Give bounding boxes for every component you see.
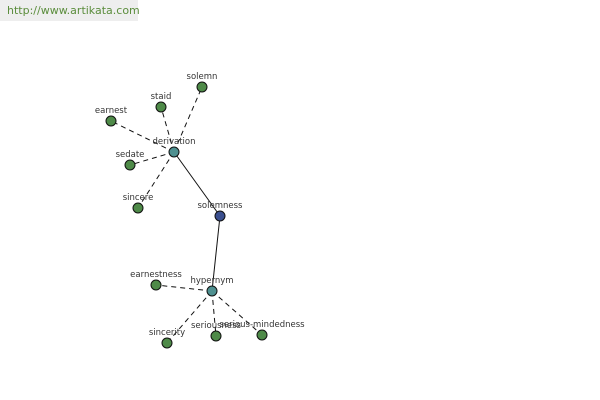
edge-derivation-solemn bbox=[173, 86, 203, 153]
node-serious-mindedness[interactable] bbox=[256, 329, 268, 341]
edge-solemness-derivation bbox=[173, 151, 221, 217]
node-label-sincere[interactable]: sincere bbox=[123, 193, 154, 203]
node-label-earnestness[interactable]: earnestness bbox=[130, 270, 182, 280]
edge-derivation-staid bbox=[160, 106, 175, 153]
node-sedate[interactable] bbox=[124, 159, 136, 171]
edge-solemness-hypernym bbox=[211, 215, 221, 292]
node-hypernym[interactable] bbox=[206, 285, 218, 297]
node-sincere[interactable] bbox=[132, 202, 144, 214]
node-label-earnest[interactable]: earnest bbox=[95, 106, 128, 116]
edge-derivation-sincere bbox=[137, 151, 175, 209]
edge-hypernym-earnestness bbox=[155, 284, 213, 292]
node-label-solemness[interactable]: solemness bbox=[198, 201, 244, 211]
node-solemness[interactable] bbox=[214, 210, 226, 222]
node-label-derivation[interactable]: derivation bbox=[152, 137, 195, 147]
node-derivation[interactable] bbox=[168, 146, 180, 158]
node-label-sedate[interactable]: sedate bbox=[116, 150, 145, 160]
node-label-staid[interactable]: staid bbox=[151, 92, 172, 102]
node-label-sincerity[interactable]: sincerity bbox=[149, 328, 185, 338]
node-earnestness[interactable] bbox=[150, 279, 162, 291]
edge-hypernym-sincerity bbox=[166, 290, 213, 344]
edge-hypernym-serious-mindedness bbox=[211, 290, 263, 336]
edge-derivation-sedate bbox=[129, 151, 175, 166]
node-label-hypernym[interactable]: hypernym bbox=[190, 276, 233, 286]
node-solemn[interactable] bbox=[196, 81, 208, 93]
node-label-serious-mindedness[interactable]: serious-mindedness bbox=[219, 320, 305, 330]
graph-labels: solemn staid earnest sedate sincere earnestne… bbox=[95, 72, 305, 338]
edge-hypernym-seriousness bbox=[211, 290, 217, 337]
node-earnest[interactable] bbox=[105, 115, 117, 127]
graph-edges bbox=[110, 86, 263, 344]
node-staid[interactable] bbox=[155, 101, 167, 113]
node-label-seriousness[interactable]: seriousness bbox=[191, 321, 242, 331]
node-seriousness[interactable] bbox=[210, 330, 222, 342]
node-sincerity[interactable] bbox=[161, 337, 173, 349]
edge-derivation-earnest bbox=[110, 120, 175, 153]
graph-nodes bbox=[105, 81, 268, 349]
node-label-solemn[interactable]: solemn bbox=[187, 72, 218, 82]
site-url-watermark[interactable]: http://www.artikata.com bbox=[0, 0, 140, 21]
